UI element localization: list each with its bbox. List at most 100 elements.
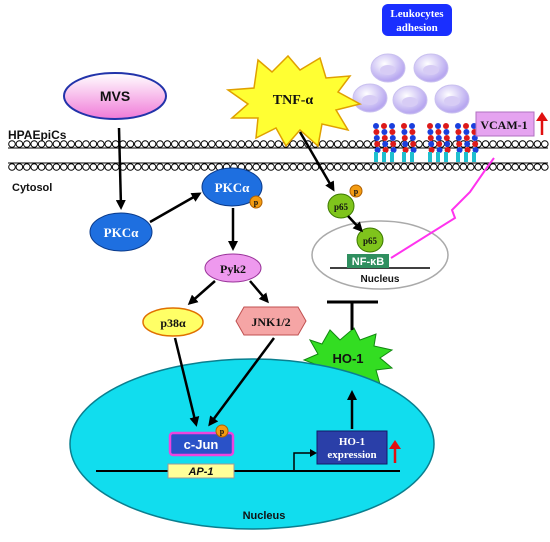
ap1-label: AP-1 bbox=[187, 466, 213, 478]
adhesion-receptor-bead bbox=[409, 123, 415, 129]
membrane-lipid-head-top bbox=[504, 140, 512, 148]
adhesion-receptor-bead bbox=[464, 141, 471, 147]
membrane-lipid-head-top bbox=[230, 140, 238, 148]
membrane-lipid-head-bottom bbox=[67, 163, 75, 171]
membrane-lipid-head-bottom bbox=[111, 163, 120, 171]
membrane-lipid-head-top bbox=[496, 140, 505, 148]
membrane-lipid-head-top bbox=[171, 140, 179, 148]
membrane-lipid-head-bottom bbox=[407, 163, 416, 171]
adhesion-receptor-stem bbox=[456, 152, 460, 162]
adhesion-receptor-bead bbox=[402, 141, 409, 147]
membrane-lipid-head-top bbox=[363, 140, 372, 148]
adhesion-receptor-bead bbox=[401, 135, 408, 141]
membrane-lipid-head-top bbox=[356, 140, 364, 148]
vcam1-label: VCAM-1 bbox=[480, 118, 527, 132]
adhesion-receptor-bead bbox=[428, 147, 435, 153]
membrane-lipid-head-bottom bbox=[378, 163, 386, 171]
membrane-lipid-head-top bbox=[45, 140, 53, 148]
membrane-lipid-head-top bbox=[156, 140, 164, 148]
membrane-lipid-head-bottom bbox=[134, 163, 142, 171]
membrane-lipid-head-bottom bbox=[141, 163, 149, 171]
nfkb-label: NF-κB bbox=[352, 256, 384, 268]
membrane-lipid-head-bottom bbox=[467, 163, 475, 171]
membrane-lipid-head-bottom bbox=[326, 163, 335, 171]
membrane-lipid-head-top bbox=[23, 140, 31, 148]
adhesion-receptor-bead bbox=[390, 141, 397, 147]
membrane-lipid-head-bottom bbox=[89, 163, 98, 171]
membrane-lipid-head-bottom bbox=[444, 163, 453, 171]
membrane-lipid-head-bottom bbox=[97, 163, 105, 171]
adhesion-receptor-bead bbox=[373, 129, 380, 135]
adhesion-receptor-bead bbox=[443, 123, 449, 129]
nfkb-box bbox=[347, 254, 389, 268]
membrane-lipid-head-bottom bbox=[37, 163, 46, 171]
membrane-lipid-head-top bbox=[289, 140, 298, 148]
leukocyte-cell bbox=[370, 53, 406, 83]
pyk2-label: Pyk2 bbox=[220, 262, 246, 276]
membrane-lipid-head-bottom bbox=[511, 163, 520, 171]
membrane-lipid-head-bottom bbox=[282, 163, 290, 171]
ap1-box: AP-1 bbox=[167, 463, 235, 479]
membrane-lipid-head-bottom bbox=[341, 163, 349, 171]
membrane-lipid-head-bottom bbox=[104, 163, 112, 171]
leukocytes-badge: Leukocytes adhesion bbox=[382, 4, 452, 36]
membrane-lipid-head-bottom bbox=[52, 163, 61, 171]
adhesion-receptor-stem bbox=[428, 152, 432, 162]
membrane-lipid-head-bottom bbox=[415, 163, 423, 171]
membrane-lipid-head-bottom bbox=[245, 163, 253, 171]
leukocytes-label-line1: Leukocytes bbox=[390, 8, 444, 20]
pathway-arrows bbox=[115, 127, 364, 429]
membrane-lipid-head-bottom bbox=[518, 163, 527, 171]
membrane-lipid-head-top bbox=[134, 140, 142, 148]
adhesion-receptor-bead bbox=[402, 147, 409, 153]
p65-phospho-icon bbox=[349, 184, 363, 198]
membrane-lipid-head-bottom bbox=[193, 163, 201, 171]
small-nucleus: NF-κB Nucleus bbox=[311, 220, 449, 290]
cjun-label: c-Jun bbox=[184, 437, 219, 452]
pkca-active-node: PKCα p bbox=[201, 167, 263, 209]
membrane-lipid-head-bottom bbox=[400, 163, 409, 171]
adhesion-receptor-bead bbox=[410, 147, 417, 153]
membrane-lipid-head-bottom bbox=[533, 163, 542, 171]
adhesion-receptor-bead bbox=[409, 129, 416, 135]
adhesion-receptor-stem bbox=[382, 152, 386, 162]
membrane-lipid-head-top bbox=[185, 140, 194, 148]
membrane-lipid-head-bottom bbox=[474, 163, 483, 171]
membrane-lipid-head-top bbox=[245, 140, 253, 148]
membrane-lipid-head-top bbox=[126, 140, 135, 148]
vcam1-node: VCAM-1 bbox=[475, 111, 548, 137]
membrane-lipid-head-top bbox=[215, 140, 223, 148]
jnk12-label: JNK1/2 bbox=[251, 315, 290, 329]
adhesion-receptor-bead bbox=[456, 147, 463, 153]
arrow-p38-to-cjun bbox=[173, 337, 200, 427]
adhesion-receptor-bead bbox=[436, 147, 443, 153]
adhesion-receptor-stem bbox=[410, 152, 414, 162]
membrane-lipid-head-bottom bbox=[60, 163, 68, 171]
membrane-lipid-head-top bbox=[259, 140, 268, 148]
membrane-lipid-head-bottom bbox=[185, 163, 194, 171]
pkca-active-label: PKCα bbox=[215, 180, 250, 195]
membrane-lipid-head-top bbox=[67, 140, 75, 148]
membrane-lipid-head-top bbox=[518, 140, 527, 148]
tnf-alpha-node: TNF-α bbox=[225, 54, 363, 148]
membrane-lipid-head-top bbox=[111, 140, 120, 148]
adhesion-receptor-bead bbox=[435, 135, 442, 141]
adhesion-receptor-bead bbox=[443, 129, 450, 135]
ho1-inhibition bbox=[327, 300, 378, 330]
membrane-lipid-head-top bbox=[237, 140, 246, 148]
membrane-lipid-head-bottom bbox=[504, 163, 512, 171]
adhesion-receptor-bead bbox=[455, 129, 462, 135]
arrow-pyk2-to-jnk bbox=[249, 280, 269, 304]
leukocyte-cell bbox=[413, 53, 449, 83]
membrane-lipid-head-bottom bbox=[489, 163, 497, 171]
cjun-phospho-icon bbox=[215, 424, 229, 438]
adhesion-receptor-stem bbox=[444, 152, 448, 162]
membrane-lipid-head-top bbox=[178, 140, 186, 148]
membrane-lipid-head-bottom bbox=[289, 163, 298, 171]
membrane-lipid-head-top bbox=[252, 140, 261, 148]
membrane-lipid-head-bottom bbox=[304, 163, 312, 171]
leukocyte-cell bbox=[392, 85, 428, 115]
adhesion-receptor-bead bbox=[428, 141, 435, 147]
adhesion-receptor-bead bbox=[444, 147, 451, 153]
mvs-node: MVS bbox=[63, 72, 167, 120]
